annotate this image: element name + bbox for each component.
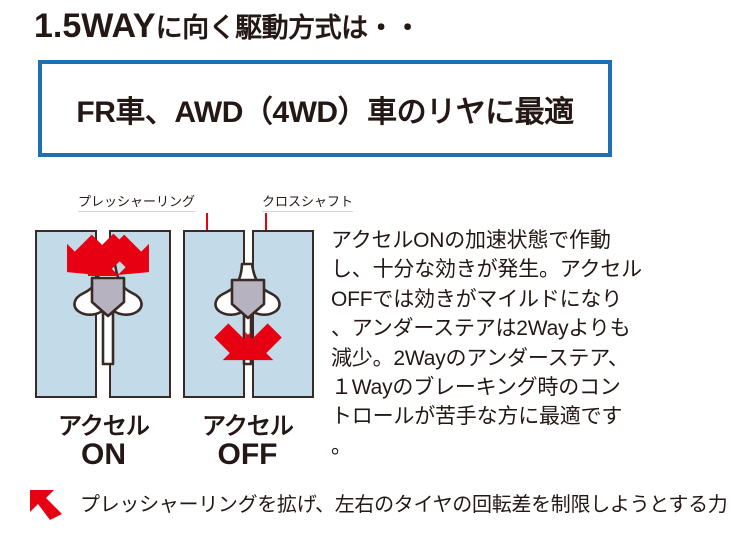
description-line: 減少。2Wayのアンダーステア、: [331, 346, 629, 370]
description-paragraph: アクセルONの加速状態で作動 し、十分な効きが発生。アクセル OFFでは効きがマ…: [331, 226, 642, 461]
plate-on-right: [109, 230, 171, 398]
description-line: アクセルONの加速状態で作動: [331, 229, 611, 252]
description-line: 、アンダーステアは2Wayよりも: [331, 317, 631, 341]
description-line: し、十分な効きが発生。アクセル: [331, 258, 642, 282]
caption-off-line2: OFF: [217, 438, 278, 472]
callout-box: FR車、AWD（4WD）車のリヤに最適: [38, 60, 612, 157]
description-line: 。: [331, 434, 352, 458]
gap-on: [97, 230, 109, 398]
description-line: OFFでは効きがマイルドになり: [331, 287, 622, 311]
caption-accel-off: アクセル OFF: [180, 414, 315, 471]
page-title-way: 1.5WAY: [34, 7, 156, 45]
description-line: トロールが苦手な方に最適です: [331, 405, 623, 429]
label-pressure-ring: プレッシャーリング: [78, 194, 196, 213]
mechanism-diagram: プレッシャーリング クロスシャフト: [0, 178, 354, 478]
callout-text: FR車、AWD（4WD）車のリヤに最適: [76, 95, 574, 129]
plate-off-left: [183, 230, 245, 398]
caption-on-line1: アクセル: [58, 413, 150, 440]
caption-off-line1: アクセル: [202, 413, 294, 440]
red-arrow-icon: [30, 490, 62, 520]
page-title-tail: に向く駆動方式は・・: [155, 13, 422, 43]
plate-on-left: [35, 230, 97, 398]
caption-accel-on: アクセル ON: [36, 414, 171, 471]
plate-off-right: [252, 230, 314, 398]
page-title: 1.5WAYに向く駆動方式は・・: [34, 7, 422, 45]
legend-text: プレッシャーリングを拡げ、左右のタイヤの回転差を制限しようとする力: [80, 494, 728, 516]
legend: プレッシャーリングを拡げ、左右のタイヤの回転差を制限しようとする力: [28, 484, 728, 526]
description-line: １Wayのブレーキング時のコン: [331, 375, 621, 399]
caption-on-line2: ON: [81, 438, 126, 472]
gap-off: [245, 230, 252, 398]
label-cross-shaft: クロスシャフト: [262, 194, 354, 213]
